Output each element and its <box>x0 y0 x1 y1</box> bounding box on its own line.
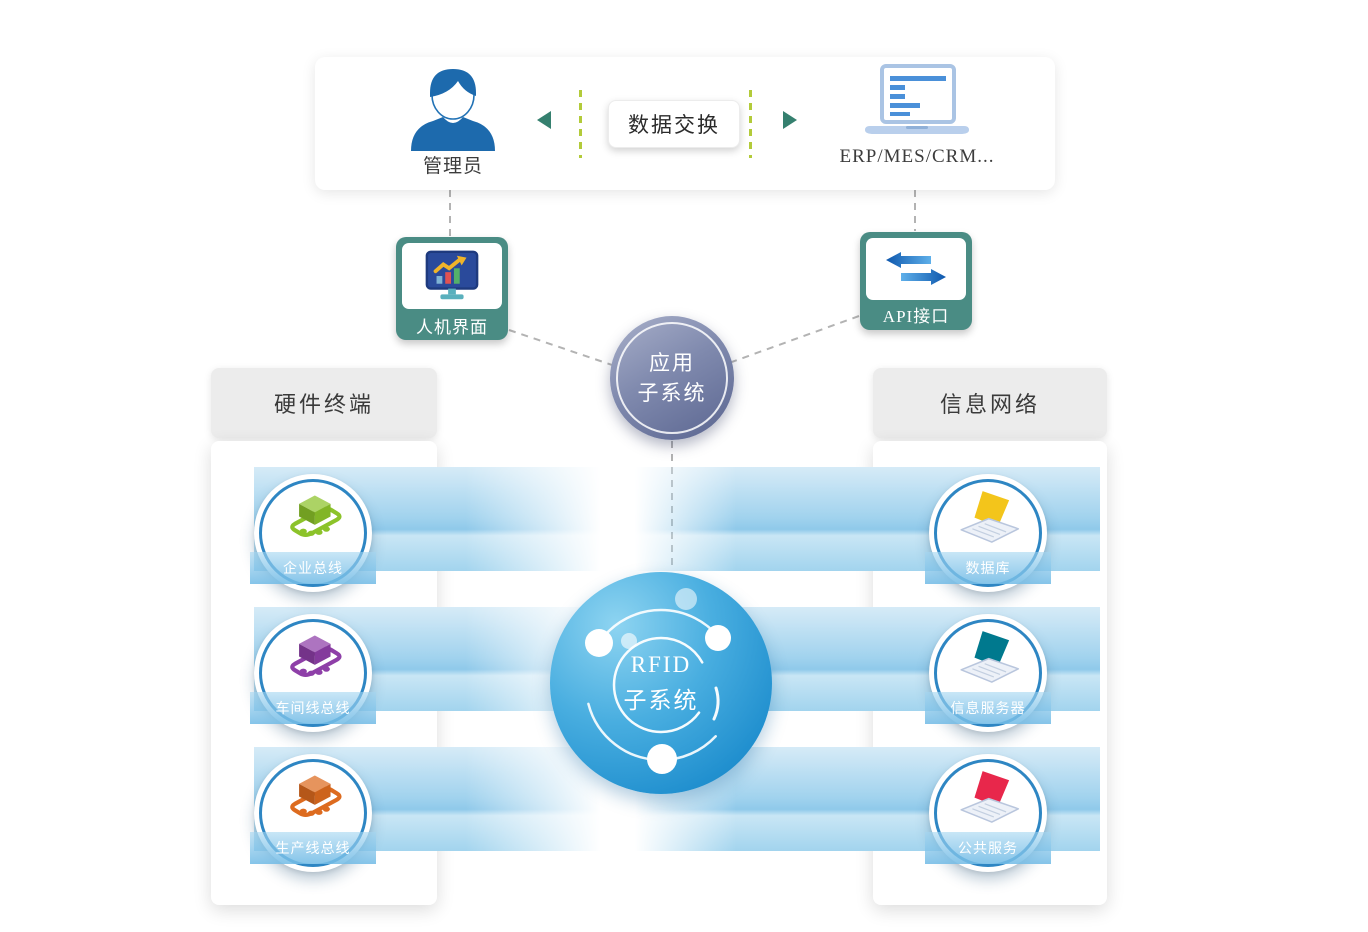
admin-label: 管理员 <box>422 156 483 177</box>
item-label: 公共服务 <box>925 831 1051 864</box>
api-icon-frame <box>866 238 966 300</box>
data-exchange-button: 数据交换 <box>608 100 740 148</box>
application-subsystem-label: 应用 子系统 <box>638 348 707 409</box>
data-exchange-label: 数据交换 <box>628 113 720 137</box>
hardware-item-enterprise-bus: 企业总线 <box>250 474 376 592</box>
orbit-decoration-icon <box>584 588 738 774</box>
hmi-box: 人机界面 <box>396 237 508 340</box>
laptop-screen-icon <box>960 491 1020 543</box>
conveyor-box-icon <box>290 635 342 678</box>
network-panel-title-text: 信息网络 <box>939 392 1040 417</box>
item-label: 生产线总线 <box>250 831 376 864</box>
hmi-label: 人机界面 <box>416 318 488 337</box>
green-dashed-line <box>749 90 752 158</box>
laptop-screen-icon <box>960 631 1020 683</box>
arrow-left-icon <box>537 111 551 129</box>
rfid-subsystem-line2: 子系统 <box>623 688 699 713</box>
monitor-chart-icon <box>425 250 479 300</box>
network-item-public-service: 公共服务 <box>925 754 1051 872</box>
rfid-subsystem-circle: RFID 子系统 <box>550 572 772 794</box>
item-label: 车间线总线 <box>250 691 376 724</box>
hardware-item-production-bus: 生产线总线 <box>250 754 376 872</box>
data-exchange-card: 管理员 数据交换 ERP/MES/CRM... <box>315 57 1055 190</box>
network-panel-title: 信息网络 <box>873 368 1107 438</box>
rfid-subsystem-label: RFID 子系统 <box>550 572 772 794</box>
hardware-panel-title-text: 硬件终端 <box>273 392 374 417</box>
conveyor-box-icon <box>290 495 342 538</box>
item-label: 数据库 <box>925 551 1051 584</box>
erp-label: ERP/MES/CRM... <box>839 146 995 167</box>
green-dashed-line <box>579 90 582 158</box>
api-label: API接口 <box>882 307 950 326</box>
application-subsystem-circle: 应用 子系统 <box>610 316 734 440</box>
conveyor-box-icon <box>290 775 342 818</box>
application-subsystem-line2: 子系统 <box>637 381 707 405</box>
hmi-icon-frame <box>402 243 502 309</box>
laptop-icon <box>865 64 969 134</box>
rfid-subsystem-line1: RFID <box>630 652 692 678</box>
application-subsystem-line1: 应用 <box>649 350 695 375</box>
swap-arrows-icon <box>886 252 946 285</box>
admin-block: 管理员 <box>363 63 543 178</box>
api-box: API接口 <box>860 232 972 330</box>
arrow-right-icon <box>783 111 797 129</box>
network-item-info-server: 信息服务器 <box>925 614 1051 732</box>
laptop-screen-icon <box>960 771 1020 823</box>
hardware-panel-title: 硬件终端 <box>211 368 437 438</box>
hardware-item-workshop-bus: 车间线总线 <box>250 614 376 732</box>
network-item-database: 数据库 <box>925 474 1051 592</box>
item-label: 企业总线 <box>250 551 376 584</box>
person-icon <box>411 69 495 151</box>
item-label: 信息服务器 <box>925 691 1051 724</box>
erp-block: ERP/MES/CRM... <box>827 63 1007 168</box>
